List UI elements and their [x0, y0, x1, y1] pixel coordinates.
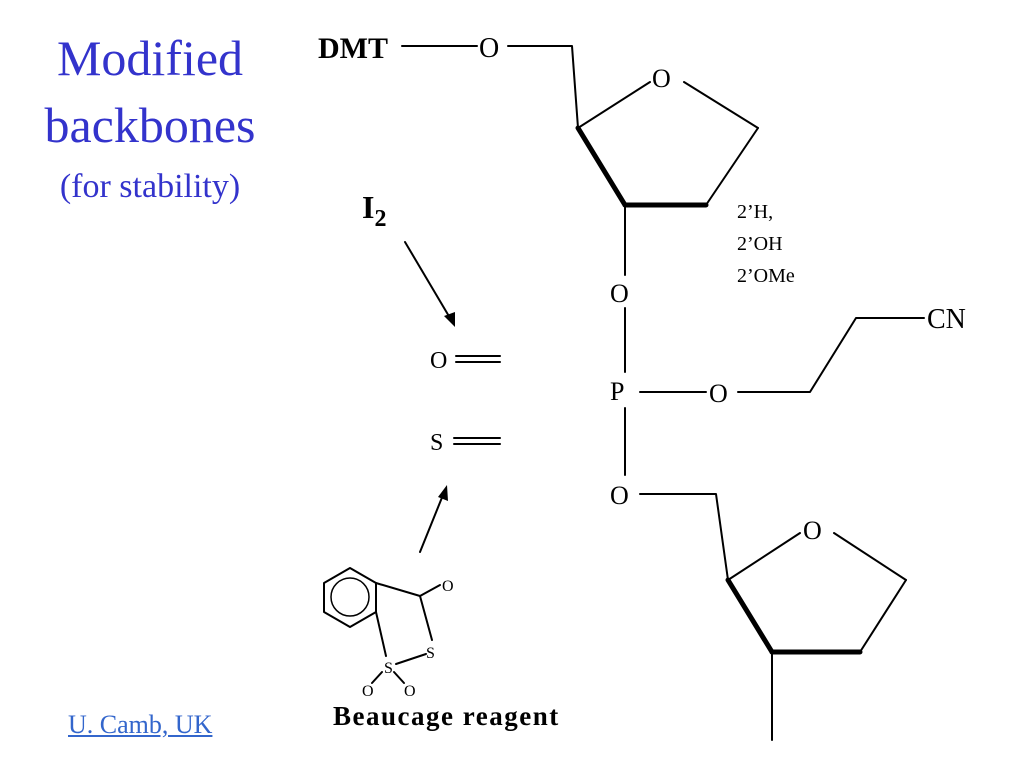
cyano-group: CN — [927, 304, 966, 335]
subtitle: (for stability) — [59, 168, 241, 205]
bond-so — [371, 671, 383, 684]
ring-bond — [859, 579, 907, 653]
atom-phosphorus: P — [610, 377, 624, 406]
dmt-label: DMT — [318, 32, 388, 65]
bond-cyanoethyl — [737, 317, 925, 393]
ring-bond — [375, 582, 433, 641]
bond-so — [393, 671, 405, 684]
ring-oxygen-bottom: O — [803, 516, 822, 545]
beaucage-s-1: S — [426, 645, 435, 662]
substituent-2h: 2’H, — [737, 201, 773, 223]
benzene-ring — [323, 567, 377, 628]
ring-bond — [577, 81, 651, 129]
ring-bond-bold — [725, 577, 775, 655]
thio-atom: S — [430, 430, 443, 456]
oxo-atom: O — [430, 348, 447, 374]
bond-s-s — [395, 653, 427, 665]
iodine-label: I2 — [362, 189, 386, 232]
ring-oxygen-top: O — [652, 64, 671, 93]
bond-o-ch2 — [507, 45, 579, 129]
beaucage-s-2: S — [384, 660, 393, 677]
beaucage-reagent-label: Beaucage reagent — [333, 701, 560, 731]
beaucage-o-right: O — [404, 683, 416, 700]
ring-bond — [705, 127, 759, 206]
arrow-beaucage — [419, 494, 444, 553]
bond-carbonyl — [419, 584, 441, 597]
aromatic-circle — [330, 577, 370, 617]
ring-bond — [833, 532, 907, 581]
ring-bond — [375, 611, 387, 657]
arrow-head — [444, 312, 455, 327]
substituent-2oh: 2’OH — [737, 233, 783, 255]
title-line-1: Modified — [56, 30, 244, 86]
atom-o-3prime: O — [610, 279, 629, 308]
beaucage-o-ketone: O — [442, 578, 454, 595]
beaucage-o-left: O — [362, 683, 374, 700]
arrow-iodine — [404, 241, 451, 319]
atom-o-cyanoethyl: O — [709, 379, 728, 408]
credit-link[interactable]: U. Camb, UK — [68, 710, 213, 739]
atom-o-5prime: O — [610, 481, 629, 510]
atom-o-top: O — [479, 33, 499, 64]
ring-bond — [727, 532, 801, 581]
ring-bond — [683, 81, 759, 129]
arrow-head — [438, 485, 448, 501]
bond-o5-ch2 — [639, 493, 729, 581]
ring-bond-bold — [575, 125, 628, 208]
title-line-2: backbones — [44, 97, 256, 153]
substituent-2ome: 2’OMe — [737, 265, 795, 287]
beaucage-reagent-structure: O S S O O — [323, 567, 454, 700]
